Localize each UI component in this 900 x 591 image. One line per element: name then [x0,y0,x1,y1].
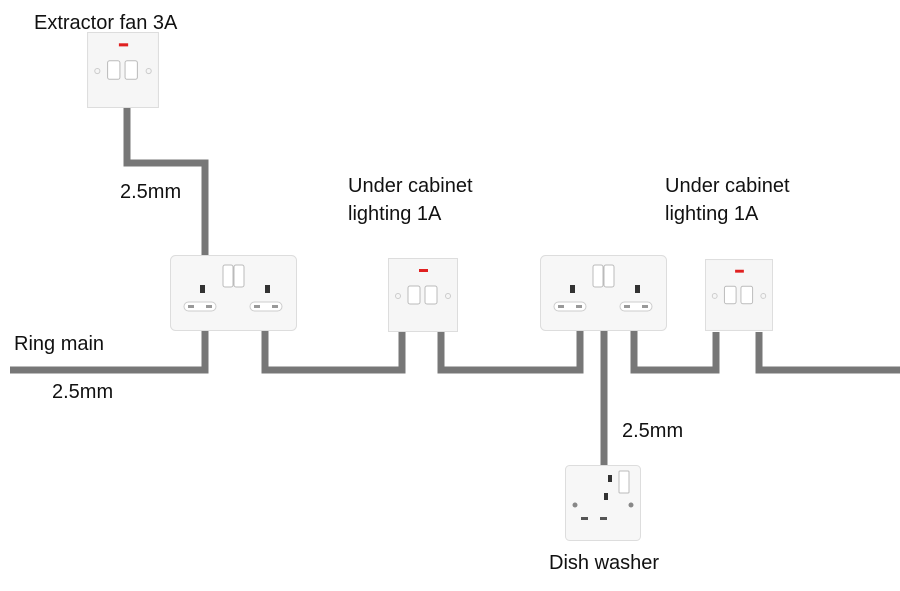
extractor-fan-label: Extractor fan 3A [34,12,178,34]
dishwasher-cable-label: 2.5mm [622,420,684,442]
dishwasher-single-socket [565,465,641,541]
ring-wire-2 [437,330,584,374]
ring-cable-label: 2.5mm [52,381,114,403]
lighting-fused-spur-2 [705,259,773,331]
lighting-2-label-line1: Under cabinet [665,175,790,197]
lighting-1-label-line1: Under cabinet [348,175,473,197]
dishwasher-label: Dish washer [549,552,660,574]
double-socket-2 [540,255,667,331]
extractor-cable-label: 2.5mm [120,181,182,203]
extractor-wire [123,108,209,258]
double-socket-1 [170,255,297,331]
ring-main-wire-out [755,332,900,374]
lighting-1-label-line2: lighting 1A [348,203,442,225]
extractor-fused-spur [86,32,160,108]
wires [10,108,900,468]
lighting-fused-spur-1 [388,258,458,332]
ring-wire-3 [630,330,720,374]
lighting-2-label-line2: lighting 1A [665,203,759,225]
ring-main-label: Ring main [14,333,105,355]
ring-wire-1 [261,330,406,374]
ring-main-wire-in [10,330,209,374]
